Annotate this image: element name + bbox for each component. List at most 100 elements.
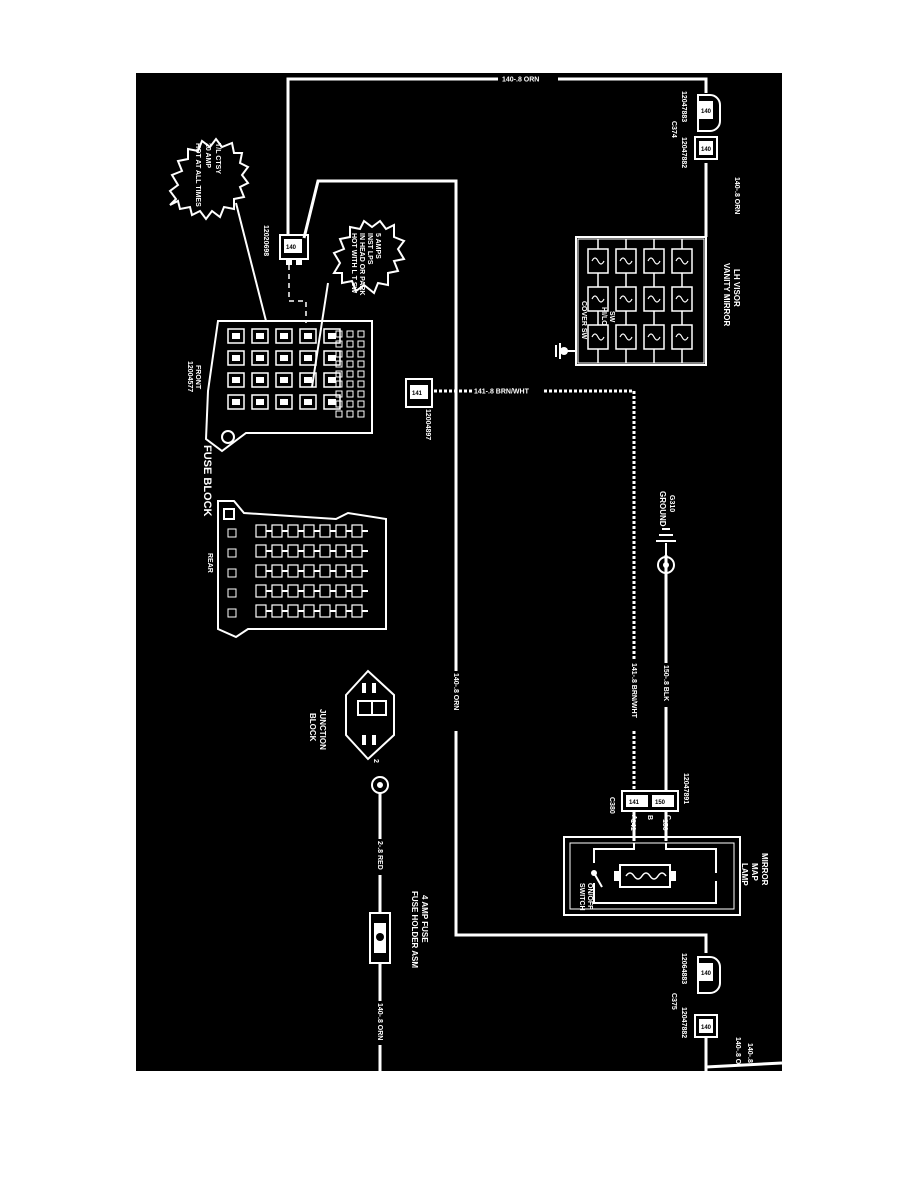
conn-12047882-bot-group: 12047882 [680, 1007, 687, 1038]
connector-c375-upper: 140 [697, 956, 721, 994]
cover-sw-label: COVER SW [580, 301, 587, 340]
front-small-slot [346, 370, 354, 378]
visor-lamp-filament [591, 257, 605, 265]
wire-140-vertical-label: 140-.8 ORN [452, 673, 459, 710]
ground-label-group: GROUND G310 [658, 491, 675, 527]
front-small-slot [335, 380, 343, 388]
rear-side-slot [227, 548, 237, 558]
front-fuse-slot [275, 394, 293, 410]
front-small-slot [346, 390, 354, 398]
conn-12047882-bot: 12047882 [680, 1007, 687, 1038]
visor-lamp-filament [619, 257, 633, 265]
visor-lamp-filament [647, 333, 661, 341]
front-small-slot [335, 360, 343, 368]
front-fuse-blade [328, 333, 336, 339]
conn-c374: C374 [670, 121, 677, 138]
front-fuse-blade [304, 399, 312, 405]
junction-pin-group: 2 [372, 759, 379, 763]
front-small-slot [335, 400, 343, 408]
front-small-slot [335, 340, 343, 348]
visor-lamp-filament [591, 333, 605, 341]
visor-lamp-filament [675, 257, 689, 265]
rear-side-slot [227, 588, 237, 598]
tl-ctsy-leader [235, 202, 267, 322]
front-fuse-blade [232, 333, 240, 339]
front-fuse-slot [227, 328, 245, 344]
front-fuse-blade [280, 399, 288, 405]
inst-line-1: HOT WITH L T SW [350, 233, 357, 294]
wire-bottom-140-label: 140-.8 ORN [376, 1003, 383, 1040]
lh-visor-label: LH VISOR [732, 269, 741, 307]
hilo-group: HI/LO SW [600, 307, 615, 326]
pin-num-150: 150 [661, 819, 668, 831]
inst-lps-leader [311, 282, 329, 388]
front-fuse-blade [328, 355, 336, 361]
pin-140-a: 140 [701, 109, 712, 115]
front-fuse-blade [256, 333, 264, 339]
wiring-diagram: 140-.8 ORN 140-.8 ORN 140-.8 ORN 140 140… [136, 73, 782, 1071]
fuse-holder-asm: 140-.8 ORN [369, 912, 391, 1071]
front-fuse-slot [299, 328, 317, 344]
pin-140-c: 140 [286, 245, 297, 251]
conn-12020698-group: 12020698 [262, 225, 269, 256]
wire-141-vert-label: 141-.8 BRN/WHT [630, 663, 637, 719]
visor-lamp-filament [619, 333, 633, 341]
front-fuse-slot [227, 372, 245, 388]
ground-num: G310 [668, 495, 675, 512]
front-fuse-slot [323, 394, 341, 410]
front-small-slot [357, 380, 365, 388]
lh-visor-vanity-mirror [555, 236, 707, 366]
front-fuse-slot [227, 394, 245, 410]
front-fuse-blade [256, 399, 264, 405]
front-small-grid [335, 330, 365, 418]
visor-label-group: LH VISOR VANITY MIRROR [722, 263, 741, 326]
front-small-slot [335, 350, 343, 358]
fuse-block-rear [217, 500, 387, 639]
connector-12020698: 140 [279, 234, 309, 265]
wire-br-140a: 140-.8 O [734, 1037, 741, 1065]
front-small-slot [335, 410, 343, 418]
pin-num-141: 141 [629, 819, 636, 831]
front-small-slot [335, 390, 343, 398]
front-small-slot [357, 360, 365, 368]
front-fuse-slot [323, 350, 341, 366]
junction-pin: 2 [372, 759, 379, 763]
front-fuse-slot [299, 350, 317, 366]
rear-side-slot [227, 568, 237, 578]
wire-2-red: 2-.8 RED [371, 776, 389, 913]
mirror-label-group: MIRROR MAP LAMP [740, 853, 769, 886]
pin-140-e: 140 [701, 1025, 712, 1031]
pin-140-b: 140 [701, 147, 712, 153]
tl-ctsy-text: T/L CTSY 20 AMP HOT AT ALL TIMES [194, 143, 221, 207]
wire-141-brn-wht: 141-.8 BRN/WHT 141-.8 BRN/WHT [434, 385, 641, 791]
rear-label-group: REAR [206, 553, 213, 573]
front-fuse-blade [256, 355, 264, 361]
front-small-slot [346, 360, 354, 368]
visor-lamp-filament [591, 295, 605, 303]
tl-ctsy-starburst [168, 137, 250, 221]
rear-side-slot [227, 608, 237, 618]
junction-label-group: JUNCTION BLOCK [308, 709, 327, 750]
visor-lamps [587, 239, 693, 363]
front-fuse-slot [323, 372, 341, 388]
front-small-slot [346, 350, 354, 358]
connector-c374-lower: 140 [694, 136, 718, 160]
front-fuse-blade [232, 377, 240, 383]
wire-br-140a-group: 140-.8 O [734, 1037, 741, 1065]
conn-c380: C380 [608, 797, 615, 814]
connector-c374-upper: 140 [697, 94, 721, 132]
onoff-label-group: ON/OFF SWITCH [578, 883, 593, 911]
front-small-slot [335, 370, 343, 378]
front-fuse-blade [232, 399, 240, 405]
c374-label-group: 12047883 [680, 91, 687, 122]
wire-br-140b: 140-.8 [746, 1043, 753, 1063]
pin-141-c380: 141 [629, 800, 640, 806]
pin-141: 141 [412, 391, 423, 397]
dashed-link-fuse [288, 265, 307, 323]
ground-g310: 150-.8 BLK [656, 528, 676, 791]
front-fuse-slot [251, 394, 269, 410]
connector-12004897: 141 [405, 378, 433, 408]
front-fuse-slot [299, 394, 317, 410]
junction-block [345, 669, 395, 761]
front-small-slot [357, 350, 365, 358]
